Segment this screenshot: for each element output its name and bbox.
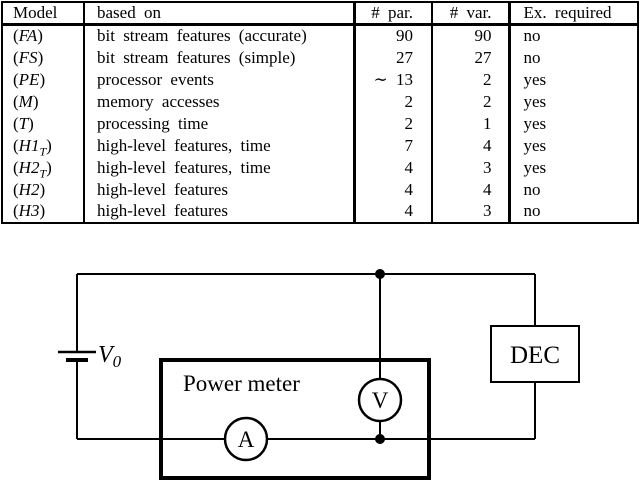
var-cell: 2 (432, 68, 511, 91)
var-cell: 4 (432, 134, 511, 157)
header-model: Model (2, 2, 85, 25)
junction-dot-bottom (375, 434, 385, 444)
model-cell: (T) (2, 112, 85, 135)
based-on-cell: processing time (84, 112, 356, 135)
models-table: Model based on # par. # var. Ex. require… (1, 1, 639, 224)
var-cell: 3 (432, 156, 511, 179)
par-cell: 27 (354, 46, 433, 69)
par-cell: 7 (354, 134, 433, 157)
ex-required-cell: no (523, 47, 541, 67)
ex-required-cell: yes (523, 69, 547, 89)
ammeter-label: A (238, 427, 255, 452)
par-cell: ∼ 13 (354, 68, 433, 91)
based-on-cell: high-level features (84, 178, 356, 201)
power-meter-label: Power meter (183, 371, 300, 396)
par-cell: 90 (354, 24, 433, 47)
based-on-cell: bit stream features (simple) (84, 46, 356, 69)
based-on-cell: memory accesses (84, 90, 356, 113)
model-cell: (FS) (2, 46, 85, 69)
ex-required-cell: no (523, 179, 541, 199)
ex-required-cell: no (523, 201, 541, 220)
var-cell: 1 (432, 112, 511, 135)
model-cell: (M) (2, 90, 85, 113)
par-cell: 2 (354, 112, 433, 135)
var-cell: 4 (432, 178, 511, 201)
ammeter-icon (223, 416, 269, 462)
par-cell: 2 (354, 90, 433, 113)
voltmeter-label: V (372, 388, 389, 413)
ex-required-cell: yes (523, 157, 547, 177)
model-cell: (PE) (2, 68, 85, 91)
dec-box (490, 325, 580, 383)
circuit-diagram: V0 Power meter DEC V A (58, 269, 580, 480)
ex-required-cell: yes (523, 113, 547, 133)
var-cell: 90 (432, 24, 511, 47)
model-cell: (H2T) (2, 156, 85, 179)
based-on-cell: high-level features (84, 200, 356, 223)
voltmeter-icon (357, 377, 403, 423)
var-cell: 2 (432, 90, 511, 113)
ex-required-cell: no (523, 26, 541, 46)
ex-required-cell: yes (523, 91, 547, 111)
header-par: # par. (354, 2, 433, 25)
model-cell: (H2) (2, 178, 85, 201)
based-on-cell: bit stream features (accurate) (84, 24, 356, 47)
par-cell: 4 (354, 178, 433, 201)
ex-required-cell: yes (523, 135, 547, 155)
header-ex: Ex. required (523, 3, 612, 22)
based-on-cell: high-level features, time (84, 134, 356, 157)
based-on-cell: high-level features, time (84, 156, 356, 179)
table-header-row: Model based on # par. # var. Ex. require… (2, 2, 638, 25)
based-on-cell: processor events (84, 68, 356, 91)
power-meter-box (159, 358, 431, 480)
voltage-source-icon (58, 350, 96, 362)
model-cell: (H3) (2, 200, 85, 223)
model-cell: (FA) (2, 24, 85, 47)
junction-dot-top (375, 269, 385, 279)
var-cell: 3 (432, 200, 511, 223)
source-voltage-label: V0 (98, 342, 122, 371)
var-cell: 27 (432, 46, 511, 69)
header-var: # var. (432, 2, 511, 25)
header-based-on: based on (84, 2, 356, 25)
model-cell: (H1T) (2, 134, 85, 157)
par-cell: 4 (354, 200, 433, 223)
par-cell: 4 (354, 156, 433, 179)
dec-label: DEC (510, 342, 560, 369)
